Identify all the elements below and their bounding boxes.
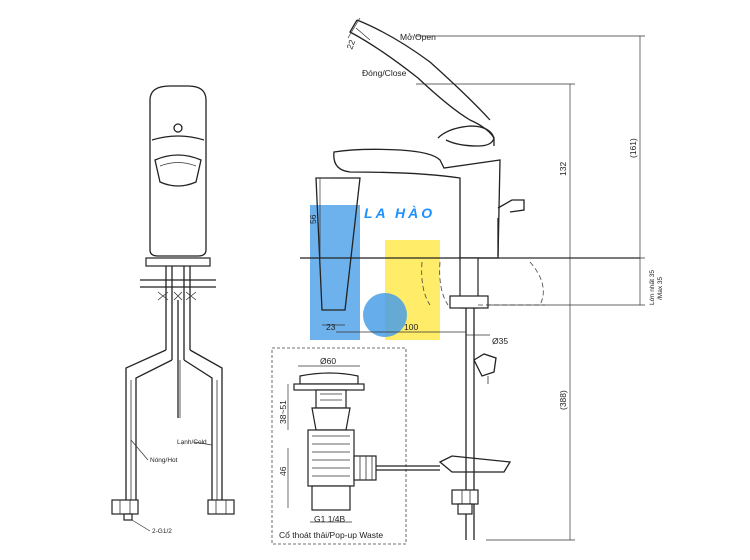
dia-60-dim: Ø60 (320, 356, 336, 366)
popup-caption: Cổ thoát thải/Pop-up Waste (279, 530, 383, 540)
handle-indicator-icon (173, 123, 183, 133)
hot-label: Nóng/Hot (150, 457, 178, 464)
close-label: Đóng/Close (362, 68, 407, 78)
popup-thread-label: G1 1/4B (314, 514, 346, 524)
min-max-label: Lớn nhất 35 (647, 270, 656, 305)
thread-inlet-label: 2-G1/2 (152, 528, 172, 535)
side-view (300, 17, 645, 541)
angle-dim: 22 (344, 38, 357, 51)
dia-35-dim: Ø35 (492, 336, 508, 346)
open-label: Mở/Open (400, 32, 436, 42)
height-56-dim: 56 (308, 214, 318, 224)
watermark-blue-dot (363, 293, 407, 337)
range-38-51-dim: 38~51 (278, 400, 288, 424)
max-label: /Max 35 (657, 276, 664, 300)
popup-waste-section (271, 347, 440, 545)
total-388-dim: (388) (558, 390, 568, 410)
cold-label: Lạnh/Cold (177, 439, 207, 446)
dim-46: 46 (278, 466, 288, 476)
front-view (111, 85, 235, 532)
height-161-dim: (161) (628, 138, 638, 158)
height-132-dim: 132 (558, 162, 568, 176)
reach-100-dim: 100 (404, 322, 418, 332)
watermark-text: LA HÀO (364, 205, 435, 221)
watermark-logo (310, 205, 440, 340)
popup-waste-frame (271, 347, 407, 545)
offset-23-dim: 23 (326, 322, 336, 332)
